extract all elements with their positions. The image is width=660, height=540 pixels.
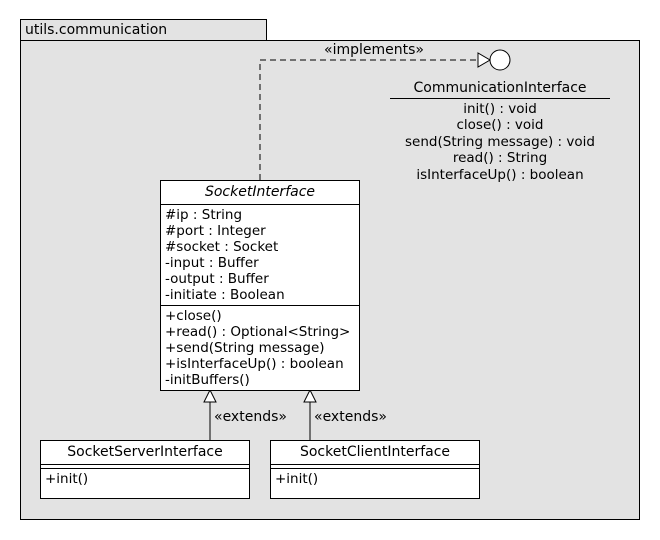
package-name: utils.communication	[25, 22, 168, 38]
attribute: -input : Buffer	[165, 255, 259, 271]
operation: +send(String message)	[165, 340, 325, 356]
attribute: #ip : String	[165, 207, 243, 223]
interface-operation: init() : void	[463, 101, 537, 117]
operation: +init()	[275, 471, 319, 487]
interface-operation: read() : String	[452, 150, 548, 167]
attribute: -initiate : Boolean	[165, 287, 285, 303]
implements-label: «implements»	[324, 42, 424, 58]
attributes-compartment: #ip : String #port : Integer #socket : S…	[161, 205, 359, 306]
extends-server-label: «extends»	[214, 409, 287, 425]
attributes-compartment	[41, 465, 249, 469]
socket-client-interface-class: SocketClientInterface +init()	[270, 440, 480, 499]
operations-compartment: +init()	[41, 469, 249, 489]
socket-interface-class: SocketInterface #ip : String #port : Int…	[160, 180, 360, 391]
attribute: -output : Buffer	[165, 271, 269, 287]
operation: +close()	[165, 308, 222, 324]
attribute: #port : Integer	[165, 223, 266, 239]
extends-server-arrowhead	[203, 388, 217, 403]
attribute: #socket : Socket	[165, 239, 279, 255]
interface-name: CommunicationInterface	[390, 79, 610, 99]
interface-operation: send(String message) : void	[405, 133, 595, 150]
attributes-compartment	[271, 465, 479, 469]
package-tab: utils.communication	[20, 19, 267, 41]
operation: +read() : Optional<String>	[165, 324, 351, 340]
interface-lollipop-icon	[489, 49, 511, 71]
socket-server-interface-class: SocketServerInterface +init()	[40, 440, 250, 499]
operation: +init()	[45, 471, 89, 487]
extends-client-label: «extends»	[314, 409, 387, 425]
extends-client-arrowhead	[303, 388, 317, 403]
operations-compartment: +init()	[271, 469, 479, 489]
interface-operation: close() : void	[456, 117, 544, 134]
operations-compartment: +close() +read() : Optional<String> +sen…	[161, 306, 359, 390]
operation: +isInterfaceUp() : boolean	[165, 356, 344, 372]
class-name: SocketServerInterface	[41, 441, 249, 465]
operation: -initBuffers()	[165, 372, 250, 388]
implements-connector	[259, 59, 478, 180]
class-name: SocketInterface	[161, 181, 359, 205]
interface-operation: isInterfaceUp() : boolean	[416, 166, 584, 183]
communication-interface: CommunicationInterface init() : void clo…	[390, 79, 610, 183]
class-name: SocketClientInterface	[271, 441, 479, 465]
implements-arrowhead	[477, 52, 491, 68]
